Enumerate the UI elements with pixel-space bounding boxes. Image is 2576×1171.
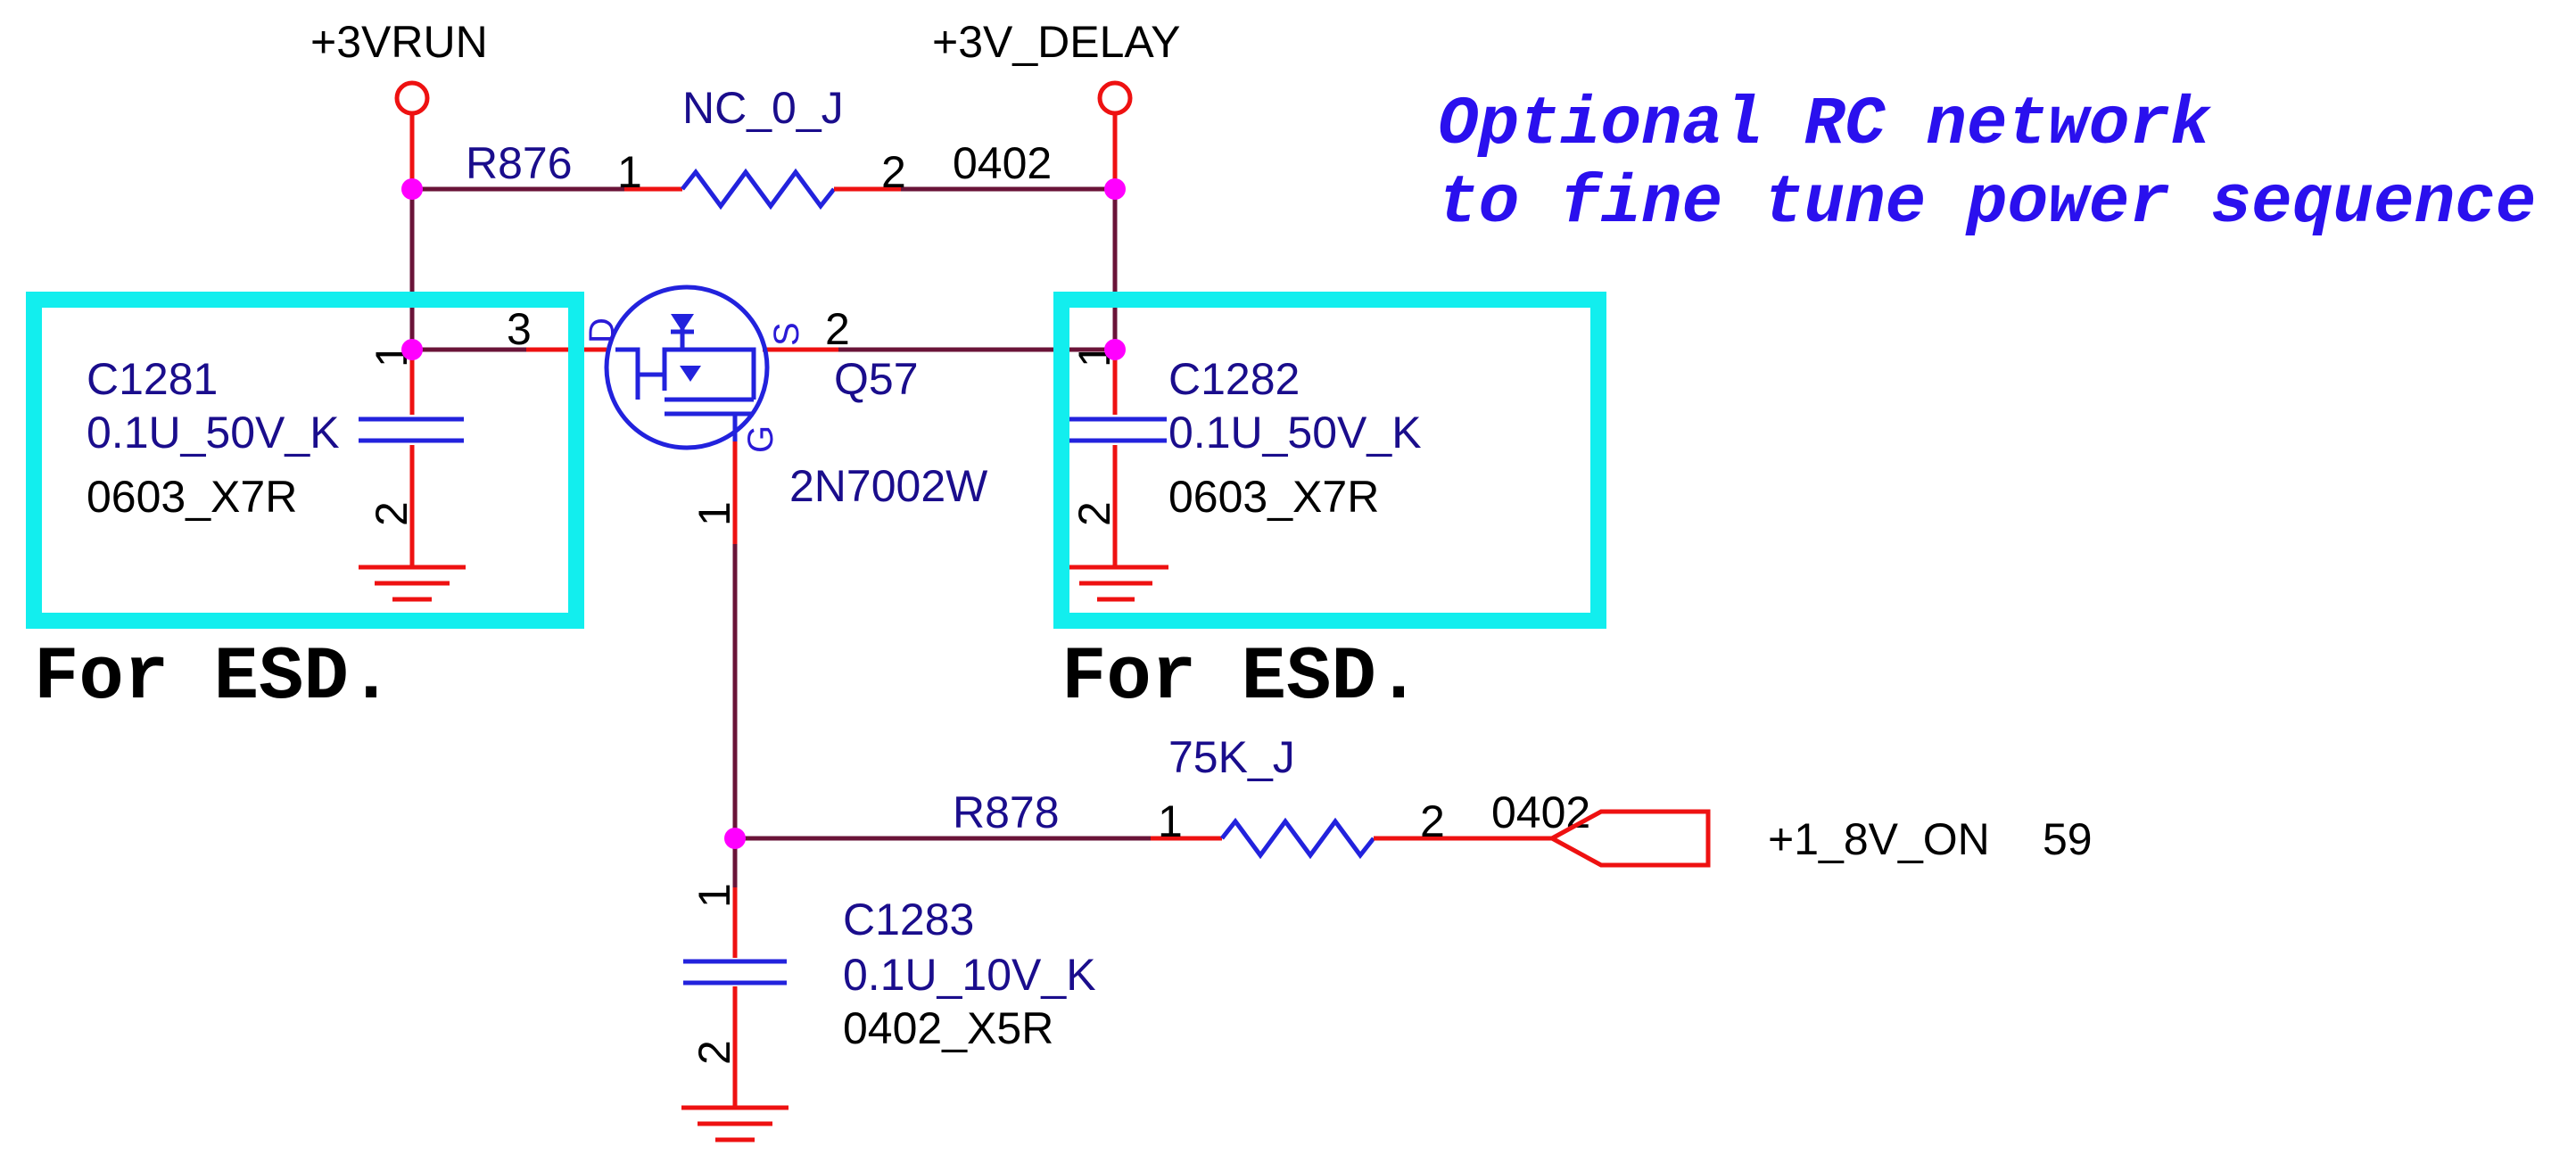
mosfet-q57: D S G 3 2 1 Q57 2N7002W	[507, 285, 988, 544]
c1282-package: 0603_X7R	[1168, 472, 1379, 522]
rail-vdelay-label: +3V_DELAY	[932, 17, 1180, 67]
net-port-sheet: 59	[2043, 814, 2093, 864]
c1283-pin2: 2	[689, 1040, 739, 1065]
r878-value: 75K_J	[1168, 732, 1295, 782]
c1282-pin2: 2	[1069, 501, 1119, 526]
note-line-1: Optional RC network	[1438, 87, 2212, 163]
rail-vdelay: +3V_DELAY	[932, 17, 1180, 189]
q57-pin-g: 1	[689, 501, 739, 526]
rail-vrun: +3VRUN	[310, 17, 488, 189]
c1281-ref: C1281	[87, 354, 218, 404]
junction-dot	[724, 828, 746, 849]
capacitor-c1283: C1283 0.1U_10V_K 0402_X5R 1 2	[683, 883, 1096, 1108]
wires	[409, 186, 1552, 887]
rail-vdelay-symbol	[1097, 80, 1133, 116]
esd-box-right	[1053, 292, 1606, 629]
junctions	[401, 178, 1126, 849]
rail-vrun-symbol	[394, 80, 430, 116]
resistor-r878-body	[1220, 817, 1375, 860]
c1283-package: 0402_X5R	[843, 1003, 1053, 1053]
c1281-pin2: 2	[367, 501, 417, 526]
junction-dot	[1104, 339, 1126, 360]
c1281-value: 0.1U_50V_K	[87, 408, 340, 458]
resistor-r876-body	[681, 168, 836, 210]
q57-label-g: G	[741, 425, 780, 453]
ground-symbol-c1282	[1063, 565, 1168, 602]
mosfet-q57-body	[604, 285, 770, 450]
q57-part: 2N7002W	[789, 461, 988, 511]
c1283-value: 0.1U_10V_K	[843, 950, 1096, 1000]
c1283-pin1: 1	[689, 883, 739, 908]
capacitor-c1282: C1282 0.1U_50V_K 0603_X7R 1 2	[1064, 342, 1422, 567]
esd-box-left	[26, 292, 584, 629]
junction-dot	[401, 178, 423, 200]
mosfet-q57-diode	[671, 314, 694, 332]
resistor-r876: R876 NC_0_J 0402 1 2	[466, 83, 1052, 210]
r876-pin1: 1	[617, 147, 642, 197]
q57-label-s: S	[767, 322, 806, 346]
r876-package: 0402	[953, 138, 1052, 188]
c1282-value: 0.1U_50V_K	[1168, 408, 1422, 458]
q57-ref: Q57	[834, 354, 919, 404]
r876-value: NC_0_J	[682, 83, 844, 133]
rail-vrun-label: +3VRUN	[310, 17, 488, 67]
r876-ref: R876	[466, 138, 573, 188]
capacitor-c1281: C1281 0.1U_50V_K 0603_X7R 1 2	[87, 342, 464, 567]
q57-label-d: D	[582, 317, 622, 343]
r876-pin2: 2	[881, 147, 906, 197]
note-line-2: to fine tune power sequence	[1438, 165, 2536, 242]
q57-pin-s: 2	[825, 304, 850, 354]
ground-symbol-c1283	[681, 1105, 788, 1142]
r878-pin2: 2	[1420, 796, 1445, 846]
junction-dot	[1104, 178, 1126, 200]
c1281-package: 0603_X7R	[87, 472, 297, 522]
esd-note-left: For ESD.	[34, 636, 393, 721]
net-port-name: +1_8V_ON	[1768, 814, 1990, 864]
junction-dot	[401, 339, 423, 360]
mosfet-q57-arrow	[680, 366, 701, 382]
r878-pin1: 1	[1158, 796, 1183, 846]
ground-symbol-c1281	[359, 565, 466, 602]
resistor-r878: R878 75K_J 0402 1 2	[953, 732, 1590, 860]
c1283-ref: C1283	[843, 895, 974, 944]
net-port-shape	[1547, 809, 1711, 868]
esd-note-right: For ESD.	[1061, 636, 1421, 721]
net-port-1v8-on: +1_8V_ON 59	[1445, 809, 2093, 868]
r878-package: 0402	[1491, 788, 1590, 837]
q57-pin-d: 3	[507, 304, 532, 354]
c1282-ref: C1282	[1168, 354, 1300, 404]
r878-ref: R878	[953, 788, 1060, 837]
